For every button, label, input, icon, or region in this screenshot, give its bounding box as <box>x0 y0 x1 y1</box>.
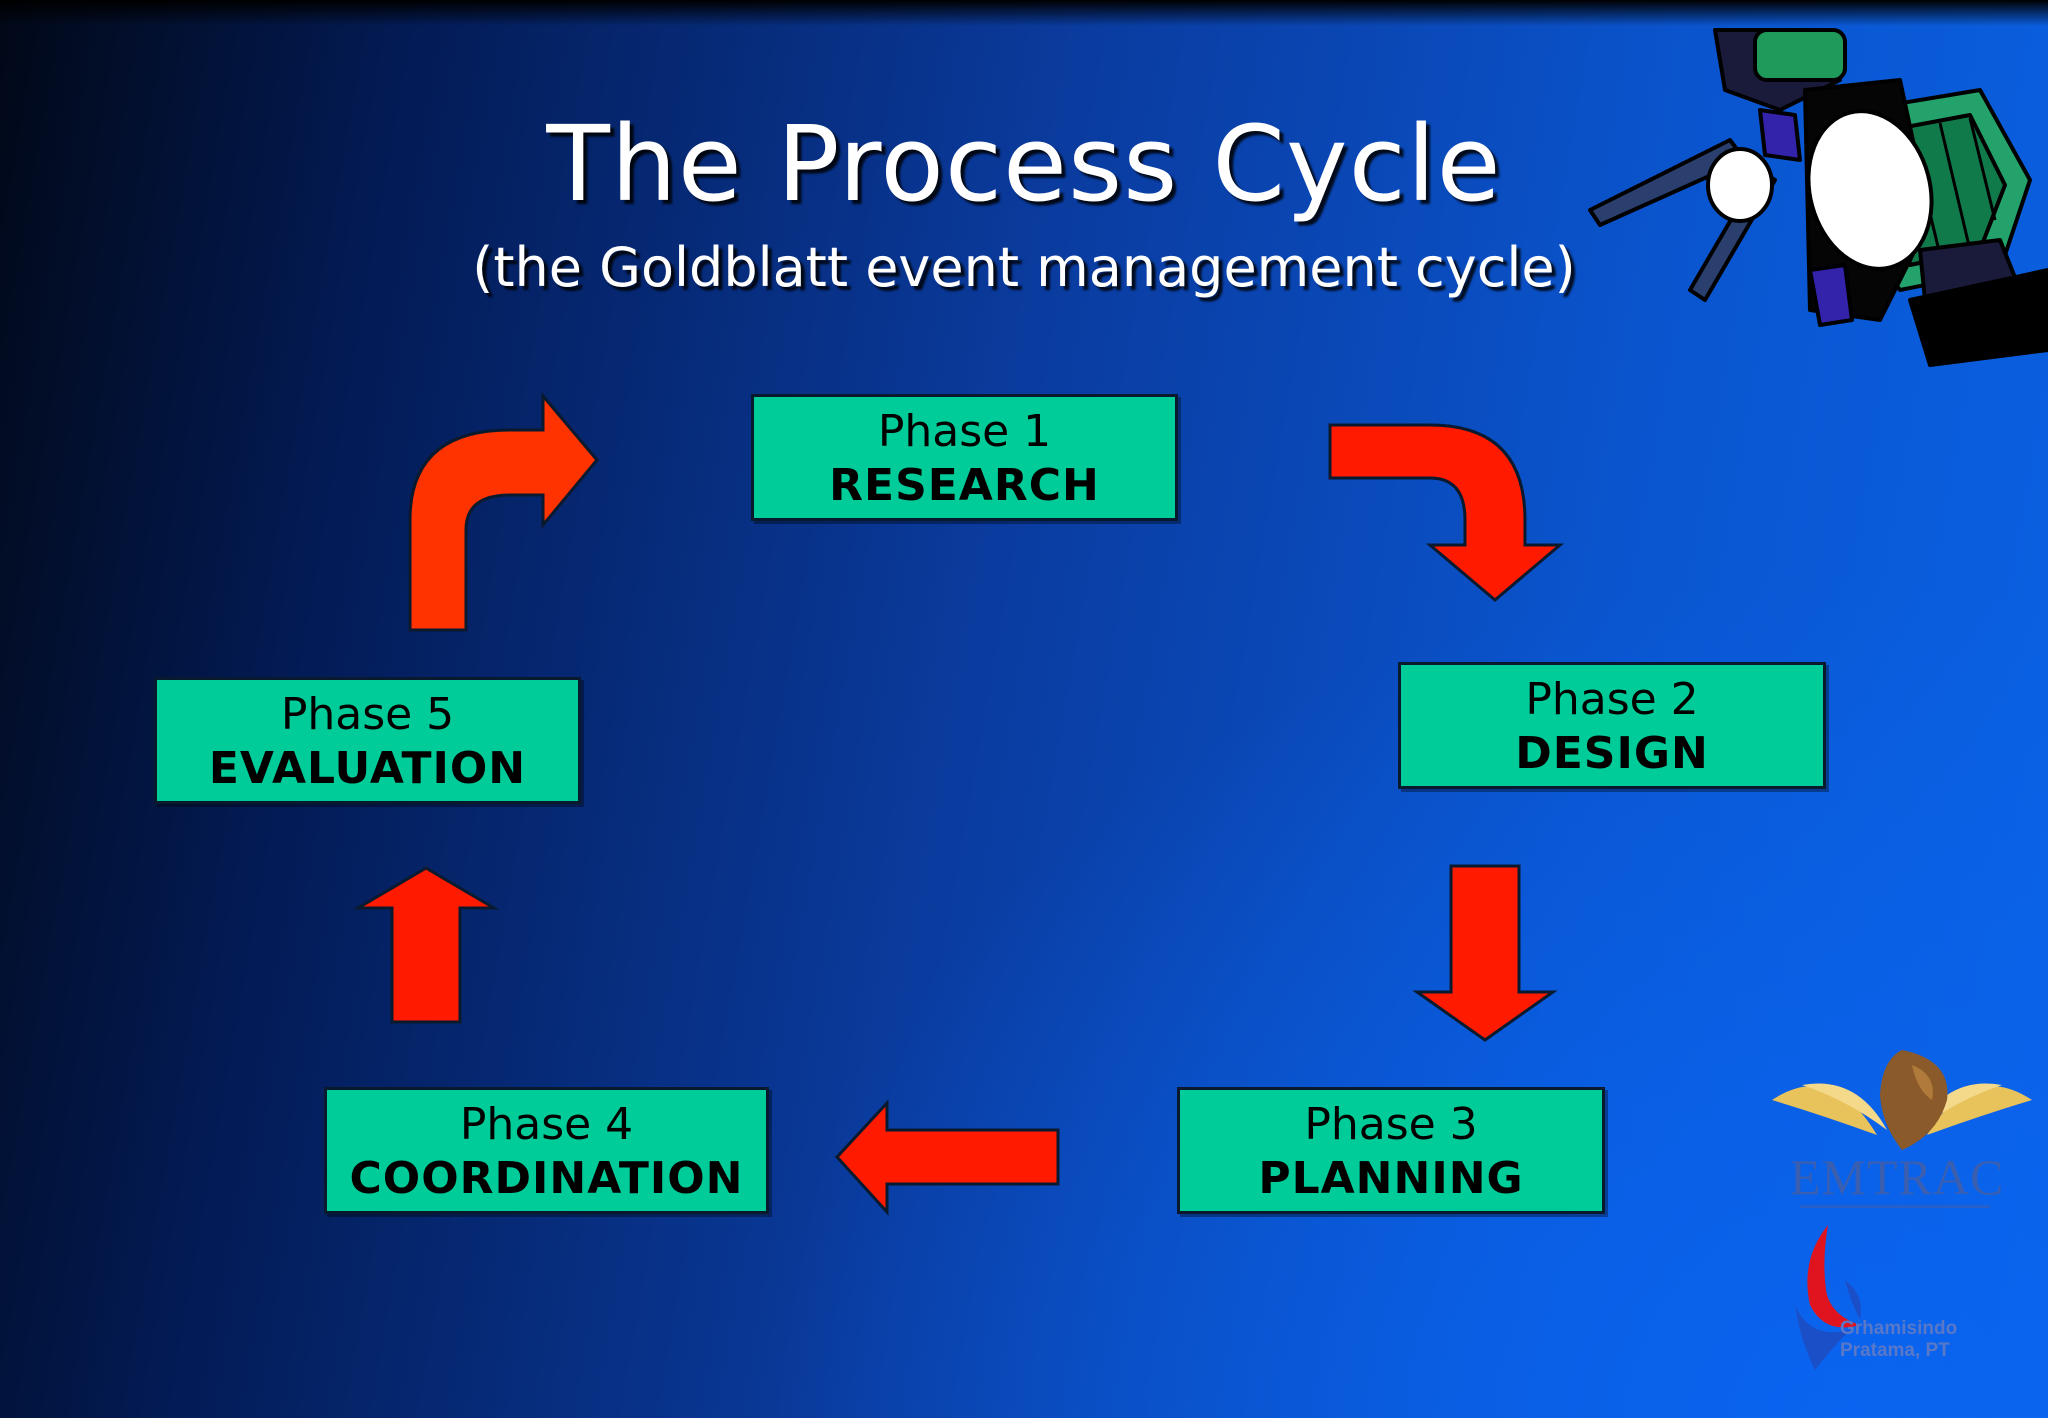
arrow-phase1-to-phase2 <box>1328 423 1565 602</box>
phase-2-box: Phase 2 DESIGN <box>1398 662 1826 789</box>
phase-5-number: Phase 5 <box>280 689 455 740</box>
phase-1-number: Phase 1 <box>877 406 1052 457</box>
emtrac-logo-text: EMTRAC <box>1790 1149 2005 1205</box>
phase-3-box: Phase 3 PLANNING <box>1177 1087 1605 1214</box>
phase-3-number: Phase 3 <box>1304 1099 1478 1150</box>
phase-4-name: COORDINATION <box>349 1153 744 1204</box>
phase-4-box: Phase 4 COORDINATION <box>324 1087 769 1214</box>
arrow-phase5-to-phase1 <box>408 391 599 632</box>
phase-2-number: Phase 2 <box>1525 674 1699 725</box>
arrow-phase3-to-phase4 <box>834 1099 1060 1216</box>
phase-1-name: RESEARCH <box>829 460 1100 511</box>
emtrac-tagline-rule <box>1800 1205 1990 1208</box>
arrow-phase2-to-phase3 <box>1412 864 1558 1042</box>
arrow-phase4-to-phase5 <box>352 866 500 1024</box>
grhamisindo-line1: Grhamisindo <box>1840 1318 1958 1339</box>
grhamisindo-logo <box>1795 1225 1861 1370</box>
phase-2-name: DESIGN <box>1515 728 1709 779</box>
phase-5-name: EVALUATION <box>208 743 527 794</box>
slide-title: The Process Cycle <box>546 103 1502 225</box>
phase-4-number: Phase 4 <box>459 1099 634 1150</box>
grhamisindo-line2: Pratama, PT <box>1840 1340 1950 1361</box>
phase-3-name: PLANNING <box>1258 1153 1524 1204</box>
phase-5-box: Phase 5 EVALUATION <box>154 677 581 804</box>
emtrac-logo <box>1772 1050 2032 1150</box>
slide-subtitle: (the Goldblatt event management cycle) <box>472 236 1576 299</box>
phase-1-box: Phase 1 RESEARCH <box>751 394 1178 521</box>
spotlight-icon <box>1588 28 2048 367</box>
